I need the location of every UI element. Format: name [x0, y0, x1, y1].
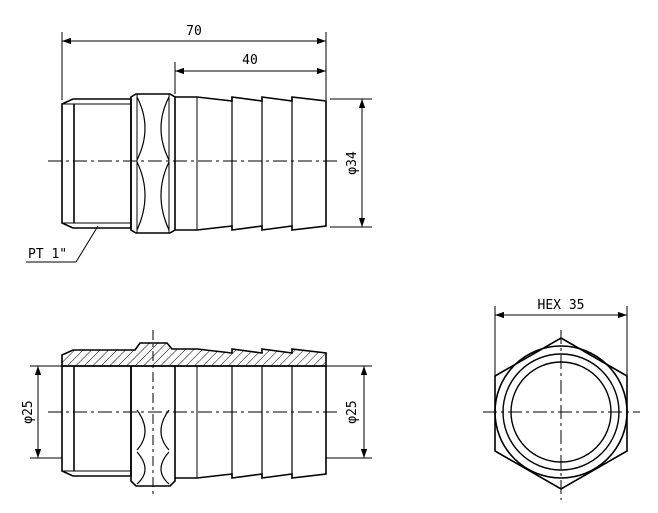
dim-label-overall-length: 70: [186, 24, 202, 39]
top-view: [61, 93, 327, 234]
thread-leader: [26, 225, 99, 263]
dim-label-hose-length: 40: [242, 53, 258, 68]
hose-barb-profile: [175, 96, 327, 231]
dim-label-hex-size: HEX 35: [538, 298, 585, 313]
dim-label-bore-left: φ25: [21, 400, 36, 423]
hex-flat-arc-lower: [136, 409, 170, 485]
section-hatch: [61, 342, 327, 367]
thread-label: PT 1": [28, 247, 67, 262]
section-view: [61, 342, 327, 487]
hex-nut-lower: [130, 366, 176, 487]
dimension-40: [174, 62, 326, 94]
dimension-phi34: [330, 98, 372, 228]
thread-outline: [61, 98, 132, 229]
dim-label-outer-diameter: φ34: [345, 151, 360, 175]
dimension-phi25-left: [30, 365, 62, 459]
dim-label-bore-right: φ25: [345, 400, 360, 423]
end-view: [483, 330, 640, 500]
dimension-hex35: [494, 306, 628, 376]
dimension-70: [61, 32, 327, 100]
hex-flat-arc: [136, 96, 170, 231]
dimension-phi25-right: [326, 365, 372, 459]
hose-barb-profile-lower: [175, 366, 327, 479]
thread-outline-lower: [61, 366, 132, 477]
